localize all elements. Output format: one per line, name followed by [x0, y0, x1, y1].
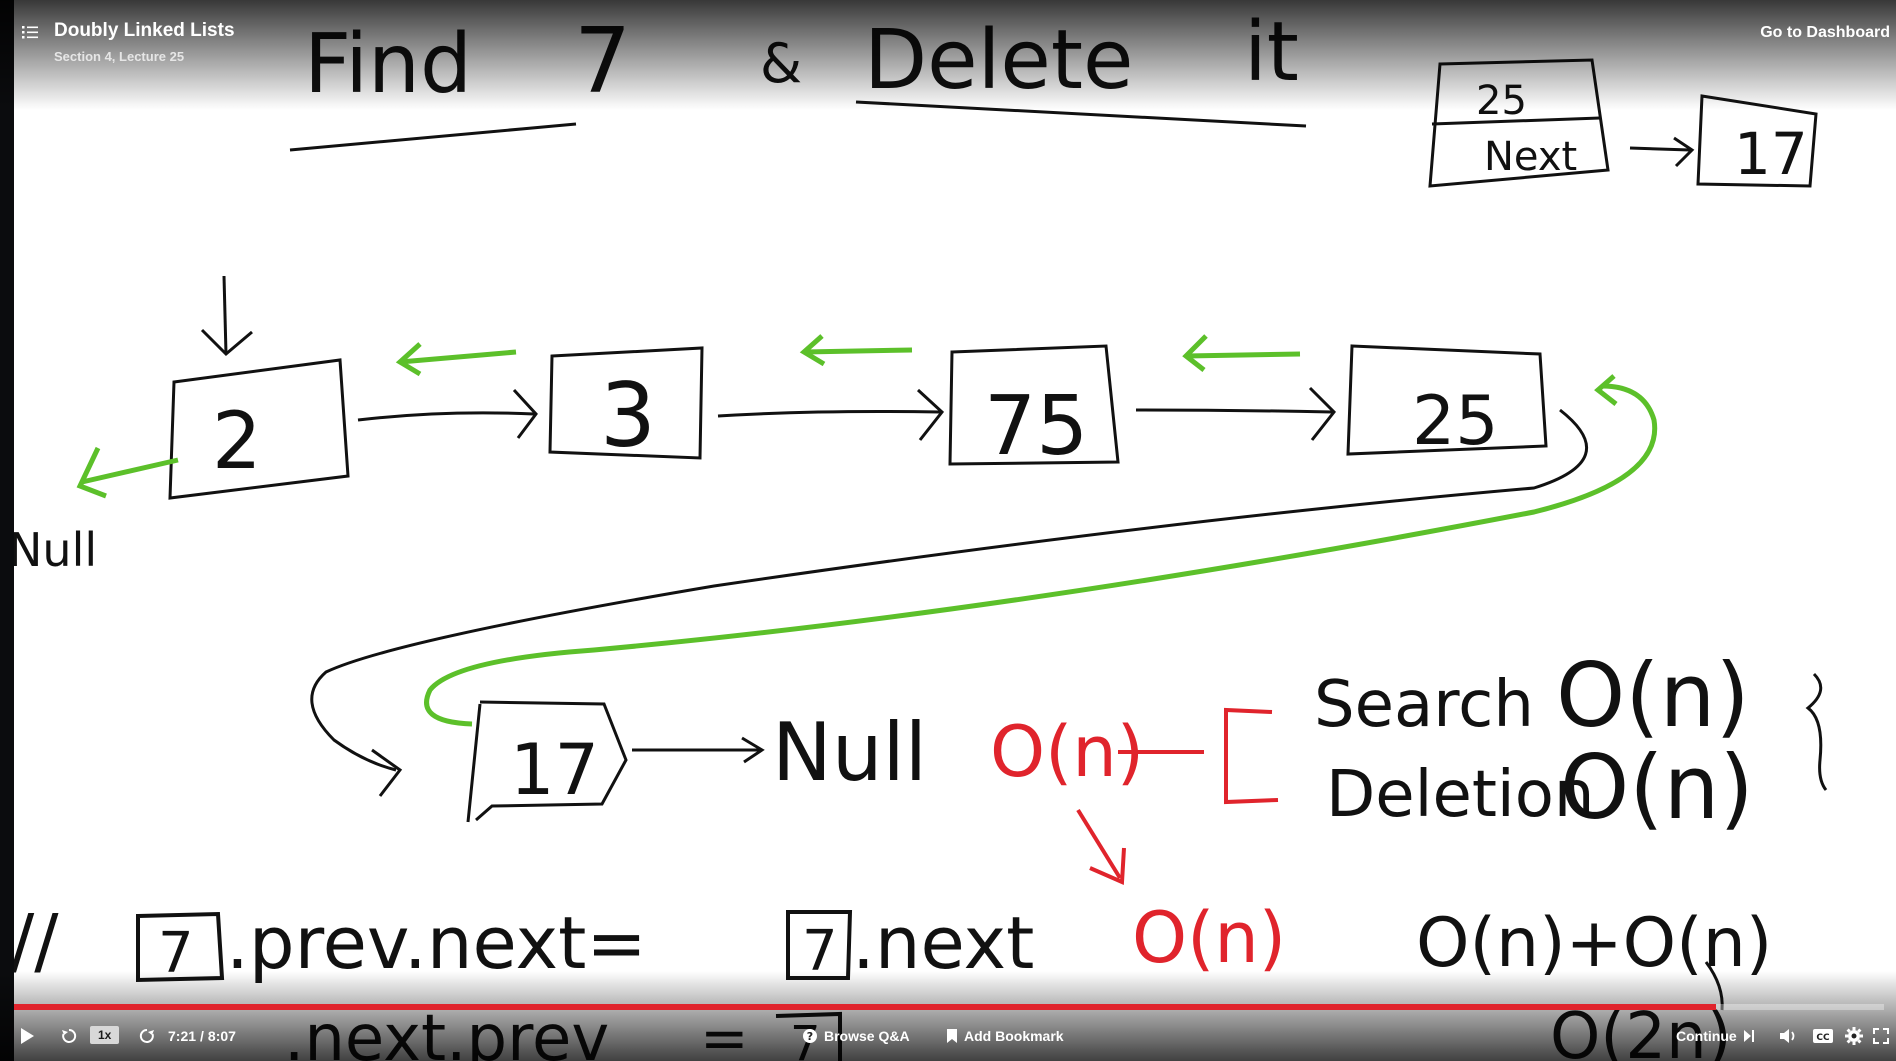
volume-button[interactable] — [1778, 1016, 1798, 1056]
bracket — [1224, 707, 1279, 805]
gear-icon — [1845, 1027, 1863, 1045]
node-3: 3 — [548, 346, 704, 467]
svg-text:75: 75 — [984, 379, 1088, 474]
svg-text:3: 3 — [600, 364, 656, 467]
time-separator: / — [200, 1028, 204, 1044]
code-box-1: 7 — [158, 921, 194, 986]
null-right: Null — [772, 706, 927, 799]
play-button[interactable] — [18, 1016, 36, 1056]
rewind-icon — [62, 1028, 77, 1043]
progress-bar[interactable] — [14, 1004, 1884, 1010]
forward-icon — [139, 1028, 154, 1043]
browse-qa-label: Browse Q&A — [824, 1028, 910, 1044]
deletion-label: Deletion — [1326, 758, 1594, 832]
red-arrow — [1076, 808, 1122, 880]
expand-icon — [1873, 1028, 1889, 1044]
search-label: Search — [1314, 668, 1534, 742]
sum-expression: O(n)+O(n) — [1416, 904, 1772, 983]
bookmark-icon — [947, 1029, 957, 1043]
svg-text:?: ? — [807, 1030, 813, 1043]
code-next: .next — [852, 901, 1034, 985]
head-arrow — [222, 275, 228, 355]
current-time: 7:21 — [168, 1028, 197, 1044]
legend-target: 17 — [1734, 120, 1808, 188]
node-17: 17 — [466, 700, 628, 823]
legend-next: Next — [1484, 134, 1577, 180]
settings-button[interactable] — [1844, 1016, 1864, 1056]
add-bookmark-button[interactable]: Add Bookmark — [946, 1016, 1064, 1056]
search-complexity: O(n) — [1556, 644, 1750, 747]
null-left: Null — [14, 523, 97, 577]
video-frame[interactable]: Find 7 & Delete it 25 Next 17 2 — [14, 0, 1896, 1061]
next-arrows — [310, 386, 1588, 797]
curly-brace — [1805, 672, 1828, 791]
svg-text:2: 2 — [212, 397, 262, 487]
question-icon: ? — [803, 1029, 817, 1043]
volume-icon — [1780, 1029, 1795, 1043]
code-complexity: O(n) — [1132, 897, 1286, 979]
continue-label: Continue — [1676, 1028, 1737, 1044]
prev-arrows — [76, 334, 1658, 727]
code-box-2: 7 — [802, 919, 838, 984]
player-header: Doubly Linked Lists Section 4, Lecture 2… — [0, 0, 1896, 80]
code-comment: // — [14, 899, 59, 983]
time-display: 7:21 / 8:07 — [168, 1016, 236, 1056]
node-75: 75 — [948, 344, 1120, 474]
code-prev-next: .prev.next= — [226, 901, 647, 985]
fullscreen-button[interactable] — [1872, 1016, 1890, 1056]
duration: 8:07 — [207, 1028, 236, 1044]
continue-button[interactable]: Continue — [1676, 1016, 1755, 1056]
node-25: 25 — [1346, 344, 1548, 461]
course-title: Doubly Linked Lists — [54, 20, 235, 41]
progress-fill — [14, 1004, 1716, 1010]
player-controls: 1x 7:21 / 8:07 ? Browse Q&A Add Bookmark… — [0, 1016, 1896, 1056]
list-menu-icon[interactable] — [22, 24, 38, 40]
skip-next-icon — [1743, 1030, 1754, 1042]
play-icon — [21, 1028, 34, 1044]
rewind-button[interactable] — [60, 1016, 78, 1056]
go-to-dashboard-link[interactable]: Go to Dashboard — [1760, 24, 1890, 41]
deletion-complexity: O(n) — [1560, 736, 1754, 839]
svg-text:25: 25 — [1412, 382, 1499, 461]
node-2: 2 — [168, 358, 350, 500]
forward-button[interactable] — [138, 1016, 156, 1056]
svg-text:17: 17 — [510, 729, 599, 811]
add-bookmark-label: Add Bookmark — [964, 1028, 1064, 1044]
svg-text:CC: CC — [1816, 1033, 1830, 1043]
captions-button[interactable]: CC — [1812, 1016, 1834, 1056]
legend-value: 25 — [1476, 78, 1527, 124]
captions-icon: CC — [1813, 1029, 1833, 1043]
underline-find — [289, 122, 577, 152]
whiteboard: Find 7 & Delete it 25 Next 17 2 — [14, 5, 1828, 1061]
playback-speed-button[interactable]: 1x — [90, 1026, 120, 1044]
browse-qa-button[interactable]: ? Browse Q&A — [802, 1016, 910, 1056]
lecture-subtitle: Section 4, Lecture 25 — [54, 49, 185, 64]
